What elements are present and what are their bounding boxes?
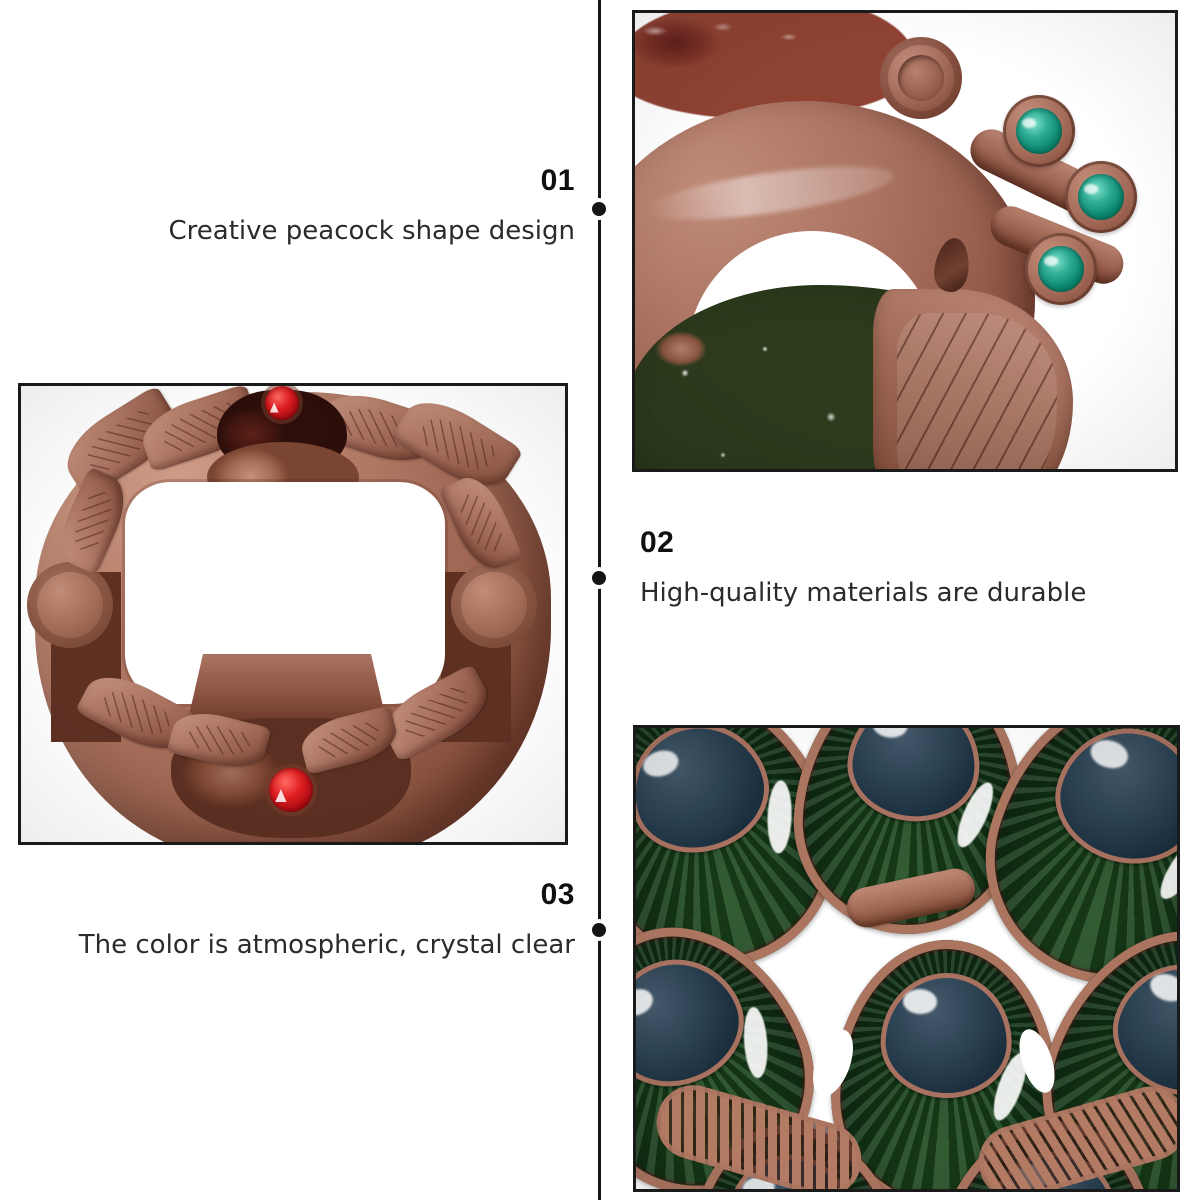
timeline-dot-02 xyxy=(592,571,606,585)
red-crystal-bottom xyxy=(269,768,313,812)
timeline-dot-01 xyxy=(592,202,606,216)
peacock-crest xyxy=(635,13,915,119)
green-rhinestone-3 xyxy=(1025,233,1097,305)
green-rhinestone-2-stone xyxy=(1078,174,1124,220)
green-rhinestone-3-stone xyxy=(1038,246,1084,292)
product-photo-peacock-head xyxy=(632,10,1178,472)
feature-block-02: 02 High-quality materials are durable xyxy=(640,528,1160,609)
photo-stage-03 xyxy=(636,728,1177,1189)
green-rhinestone-1-stone xyxy=(1016,108,1062,154)
red-crystal-top xyxy=(265,386,299,420)
timeline-axis xyxy=(598,0,601,1200)
product-photo-tail-feathers xyxy=(633,725,1180,1192)
scroll-curl-left xyxy=(27,562,113,648)
peacock-scroll-curl xyxy=(880,37,962,119)
feature-caption-03: The color is atmospheric, crystal clear xyxy=(78,930,575,960)
timeline-dot-03 xyxy=(592,923,606,937)
scroll-curl-right xyxy=(451,562,537,648)
feature-number-01: 01 xyxy=(540,164,575,197)
enamel-highlights xyxy=(645,313,925,469)
green-rhinestone-1 xyxy=(1003,95,1075,167)
feature-block-03: 03 The color is atmospheric, crystal cle… xyxy=(40,880,575,961)
photo-stage-01 xyxy=(635,13,1175,469)
photo-stage-02 xyxy=(21,386,565,842)
feature-number-02: 02 xyxy=(640,526,675,559)
product-photo-opener-frame xyxy=(18,383,568,845)
feature-number-03: 03 xyxy=(540,878,575,911)
feature-caption-02: High-quality materials are durable xyxy=(640,578,1087,608)
opener-lever-tab xyxy=(187,654,387,724)
feature-caption-01: Creative peacock shape design xyxy=(168,216,576,246)
green-rhinestone-2 xyxy=(1065,161,1137,233)
feature-block-01: 01 Creative peacock shape design xyxy=(120,164,576,247)
